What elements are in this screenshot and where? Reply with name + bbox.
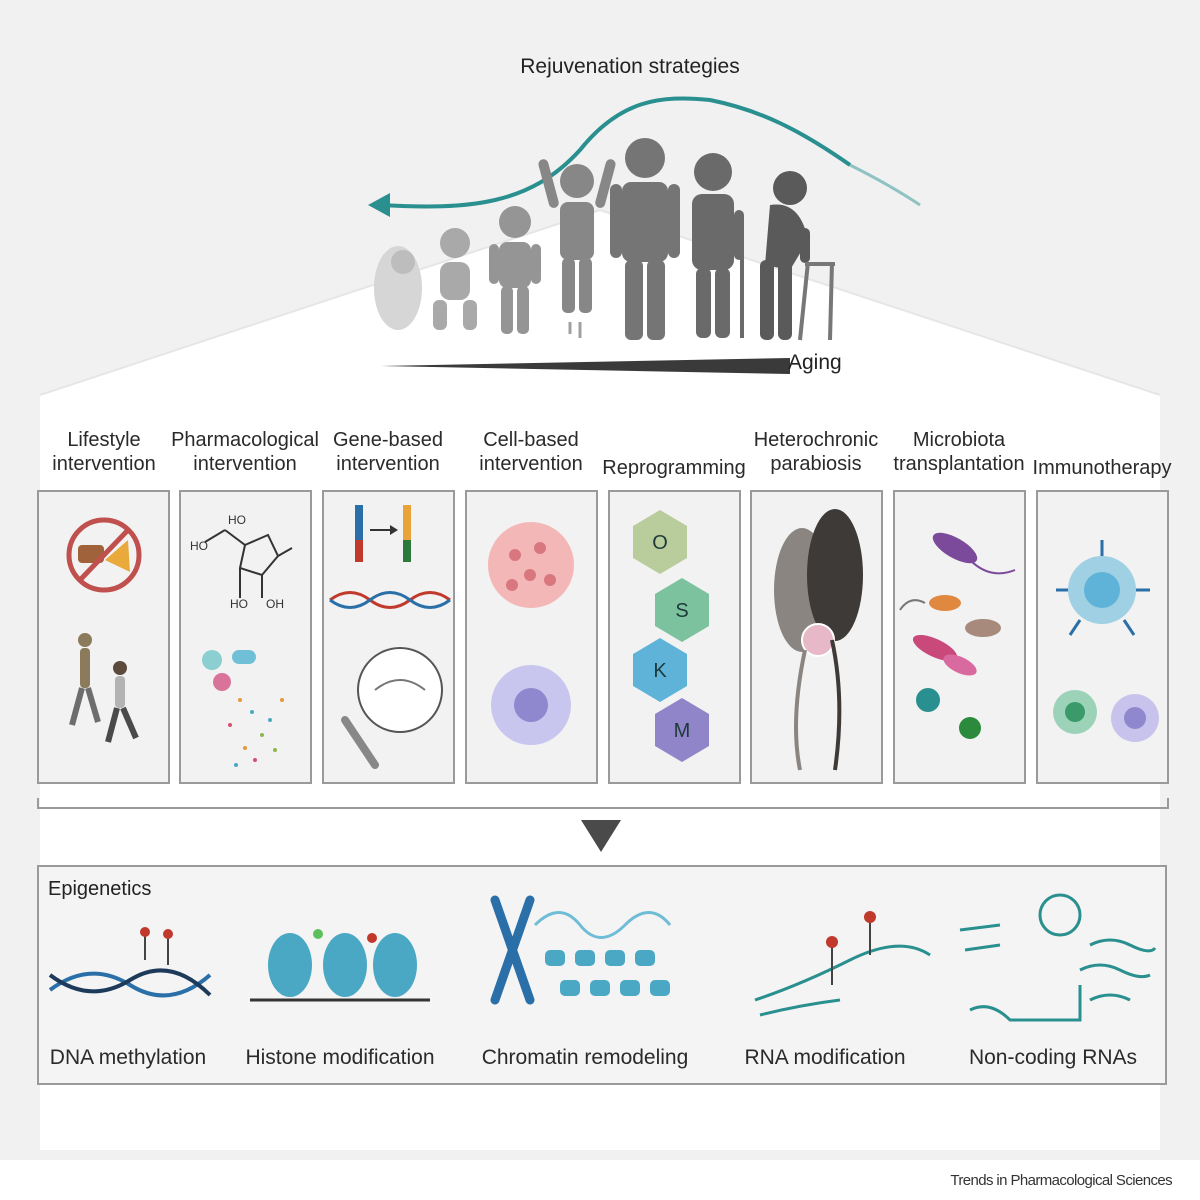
epigenetics-panel xyxy=(37,865,1167,1085)
panel-immunotherapy xyxy=(1036,490,1169,784)
nucleosome-icon xyxy=(250,929,430,1002)
aging-axis-label: Aging xyxy=(788,351,842,374)
paired-mice-icon xyxy=(774,509,863,771)
epigenetics-label-rna-modification: RNA modification xyxy=(744,1046,906,1069)
factor-k-label: K xyxy=(653,660,667,682)
aging-gradient-bar xyxy=(380,358,790,374)
osmk-factors-icon: O S K M xyxy=(633,510,709,762)
svg-text:OH: OH xyxy=(266,597,284,611)
methylated-dna-icon xyxy=(48,927,212,998)
molecule-and-pills-icon: HO HO HO OH xyxy=(190,513,293,767)
bacteria-icon xyxy=(899,532,1016,739)
panel-gene-based xyxy=(322,490,455,784)
epigenetics-title: Epigenetics xyxy=(48,878,152,900)
epigenetics-label-non-coding-rnas: Non-coding RNAs xyxy=(968,1046,1138,1069)
fetus-icon xyxy=(374,246,422,330)
down-arrow-icon xyxy=(581,820,621,852)
child-jumping-icon xyxy=(538,159,616,338)
svg-text:HO: HO xyxy=(230,597,248,611)
toddler-icon xyxy=(489,206,541,334)
panel-pharmacological xyxy=(179,490,312,784)
panel-lifestyle xyxy=(37,490,170,784)
journal-credit: Trends in Pharmacological Sciences xyxy=(950,1172,1172,1189)
intervention-label-immunotherapy: Immunotherapy xyxy=(1032,457,1172,479)
intervention-label-reprogramming: Reprogramming xyxy=(602,457,746,479)
no-junk-food-and-exercise-icon xyxy=(66,517,142,743)
gene-editing-icon xyxy=(329,505,451,769)
baby-icon xyxy=(433,228,477,330)
immune-cells-icon xyxy=(1053,540,1159,742)
epigenetics-label-chromatin-remodeling: Chromatin remodeling xyxy=(481,1046,689,1069)
svg-text:HO: HO xyxy=(228,513,246,527)
panel-microbiota xyxy=(893,490,1026,784)
chromatin-icon xyxy=(490,895,672,1005)
elderly-with-cane-icon xyxy=(692,153,744,338)
adult-icon xyxy=(610,138,680,340)
panels-bracket xyxy=(37,798,1169,809)
factor-s-label: S xyxy=(675,600,688,622)
svg-text:HO: HO xyxy=(190,539,208,553)
epigenetics-label-dna-methylation: DNA methylation xyxy=(49,1046,207,1069)
modified-rna-icon xyxy=(754,911,931,1017)
life-stage-figures xyxy=(374,138,835,341)
cells-icon xyxy=(488,522,574,745)
factor-m-label: M xyxy=(674,720,691,742)
diagram-title: Rejuvenation strategies xyxy=(520,55,740,78)
factor-o-label: O xyxy=(652,532,668,554)
ncrna-icon xyxy=(959,893,1157,1022)
epigenetics-label-histone-modification: Histone modification xyxy=(245,1046,435,1069)
rejuvenation-arrow xyxy=(368,96,921,217)
elderly-with-walker-icon xyxy=(760,171,835,341)
